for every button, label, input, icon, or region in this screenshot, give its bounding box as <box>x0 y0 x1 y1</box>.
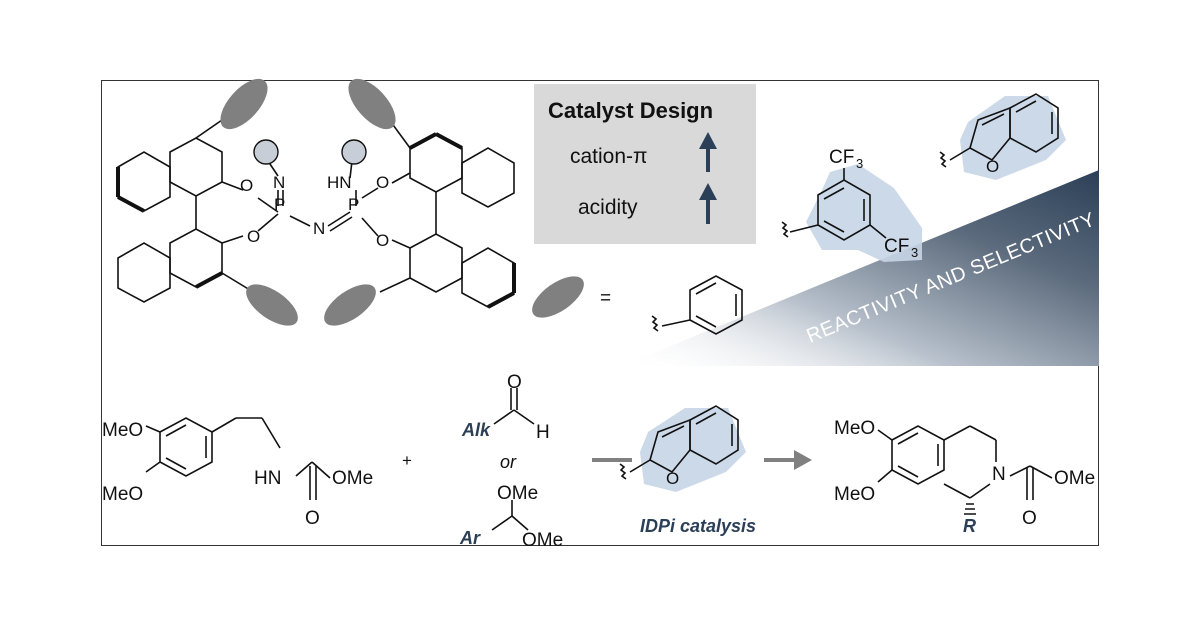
svg-text:Alk: Alk <box>461 420 491 440</box>
bis-cf3-phenyl-group: CF 3 CF 3 <box>781 147 922 262</box>
svg-text:MeO: MeO <box>834 484 875 505</box>
svg-text:OMe: OMe <box>1054 468 1095 489</box>
catalyst-design-box <box>534 84 756 244</box>
idpi-catalyst-structure <box>116 117 516 309</box>
svg-text:OMe: OMe <box>522 530 563 551</box>
reaction-arrow <box>764 450 812 470</box>
tetrahydroisoquinoline-product: MeO MeO N OMe O R <box>834 418 1095 536</box>
svg-text:O: O <box>305 508 320 529</box>
svg-text:O: O <box>376 231 389 250</box>
svg-text:CF: CF <box>884 236 909 257</box>
n-substituent-circle <box>253 139 279 165</box>
svg-text:O: O <box>507 372 522 393</box>
svg-text:3: 3 <box>911 245 918 260</box>
aryl-group-ellipse <box>246 284 298 326</box>
svg-text:CF: CF <box>829 147 854 168</box>
svg-text:MeO: MeO <box>102 484 143 505</box>
up-arrow-icon <box>699 132 717 172</box>
svg-text:3: 3 <box>856 156 863 171</box>
svg-text:N: N <box>273 173 285 192</box>
aryl-group-ellipse <box>348 78 396 130</box>
catalyst-atom-labels: O O P N N P HN O O <box>240 173 389 250</box>
svg-text:N: N <box>992 464 1006 485</box>
benzofuranyl-group-top: O <box>939 93 1066 180</box>
or-label: or <box>500 452 517 472</box>
up-arrow-icon <box>699 183 717 224</box>
svg-text:Ar: Ar <box>459 528 481 548</box>
acidity-label: acidity <box>578 196 638 219</box>
svg-text:O: O <box>666 469 679 488</box>
aryl-group-ellipse <box>532 276 584 318</box>
svg-text:O: O <box>986 157 999 176</box>
svg-text:P: P <box>348 195 359 214</box>
plus-sign: + <box>402 451 412 470</box>
phenyl-group <box>651 275 743 335</box>
carbamate-starting-material: MeO MeO HN OMe O <box>102 417 373 529</box>
acetal-reagent: OMe OMe Ar <box>459 483 563 551</box>
svg-text:N: N <box>313 219 325 238</box>
svg-text:H: H <box>536 422 550 443</box>
svg-text:MeO: MeO <box>834 418 875 439</box>
svg-text:P: P <box>274 195 285 214</box>
idpi-catalysis-label: IDPi catalysis <box>640 516 756 536</box>
catalyst-design-title: Catalyst Design <box>548 98 713 123</box>
equals-sign: = <box>600 288 611 309</box>
cation-pi-label: cation-π <box>570 145 648 168</box>
svg-text:HN: HN <box>327 173 352 192</box>
aryl-group-ellipse <box>220 78 268 130</box>
benzofuranyl-group-catalyst: O <box>619 405 746 492</box>
svg-text:OMe: OMe <box>497 483 538 504</box>
n-substituent-circle <box>341 139 367 165</box>
aldehyde-reagent: O H Alk <box>461 372 550 443</box>
svg-text:O: O <box>247 227 260 246</box>
svg-text:O: O <box>1022 508 1037 529</box>
svg-text:HN: HN <box>254 468 281 489</box>
svg-text:MeO: MeO <box>102 420 143 441</box>
svg-text:OMe: OMe <box>332 468 373 489</box>
svg-text:O: O <box>240 176 253 195</box>
svg-text:R: R <box>963 516 976 536</box>
svg-text:O: O <box>376 173 389 192</box>
aryl-group-ellipse <box>324 284 376 326</box>
